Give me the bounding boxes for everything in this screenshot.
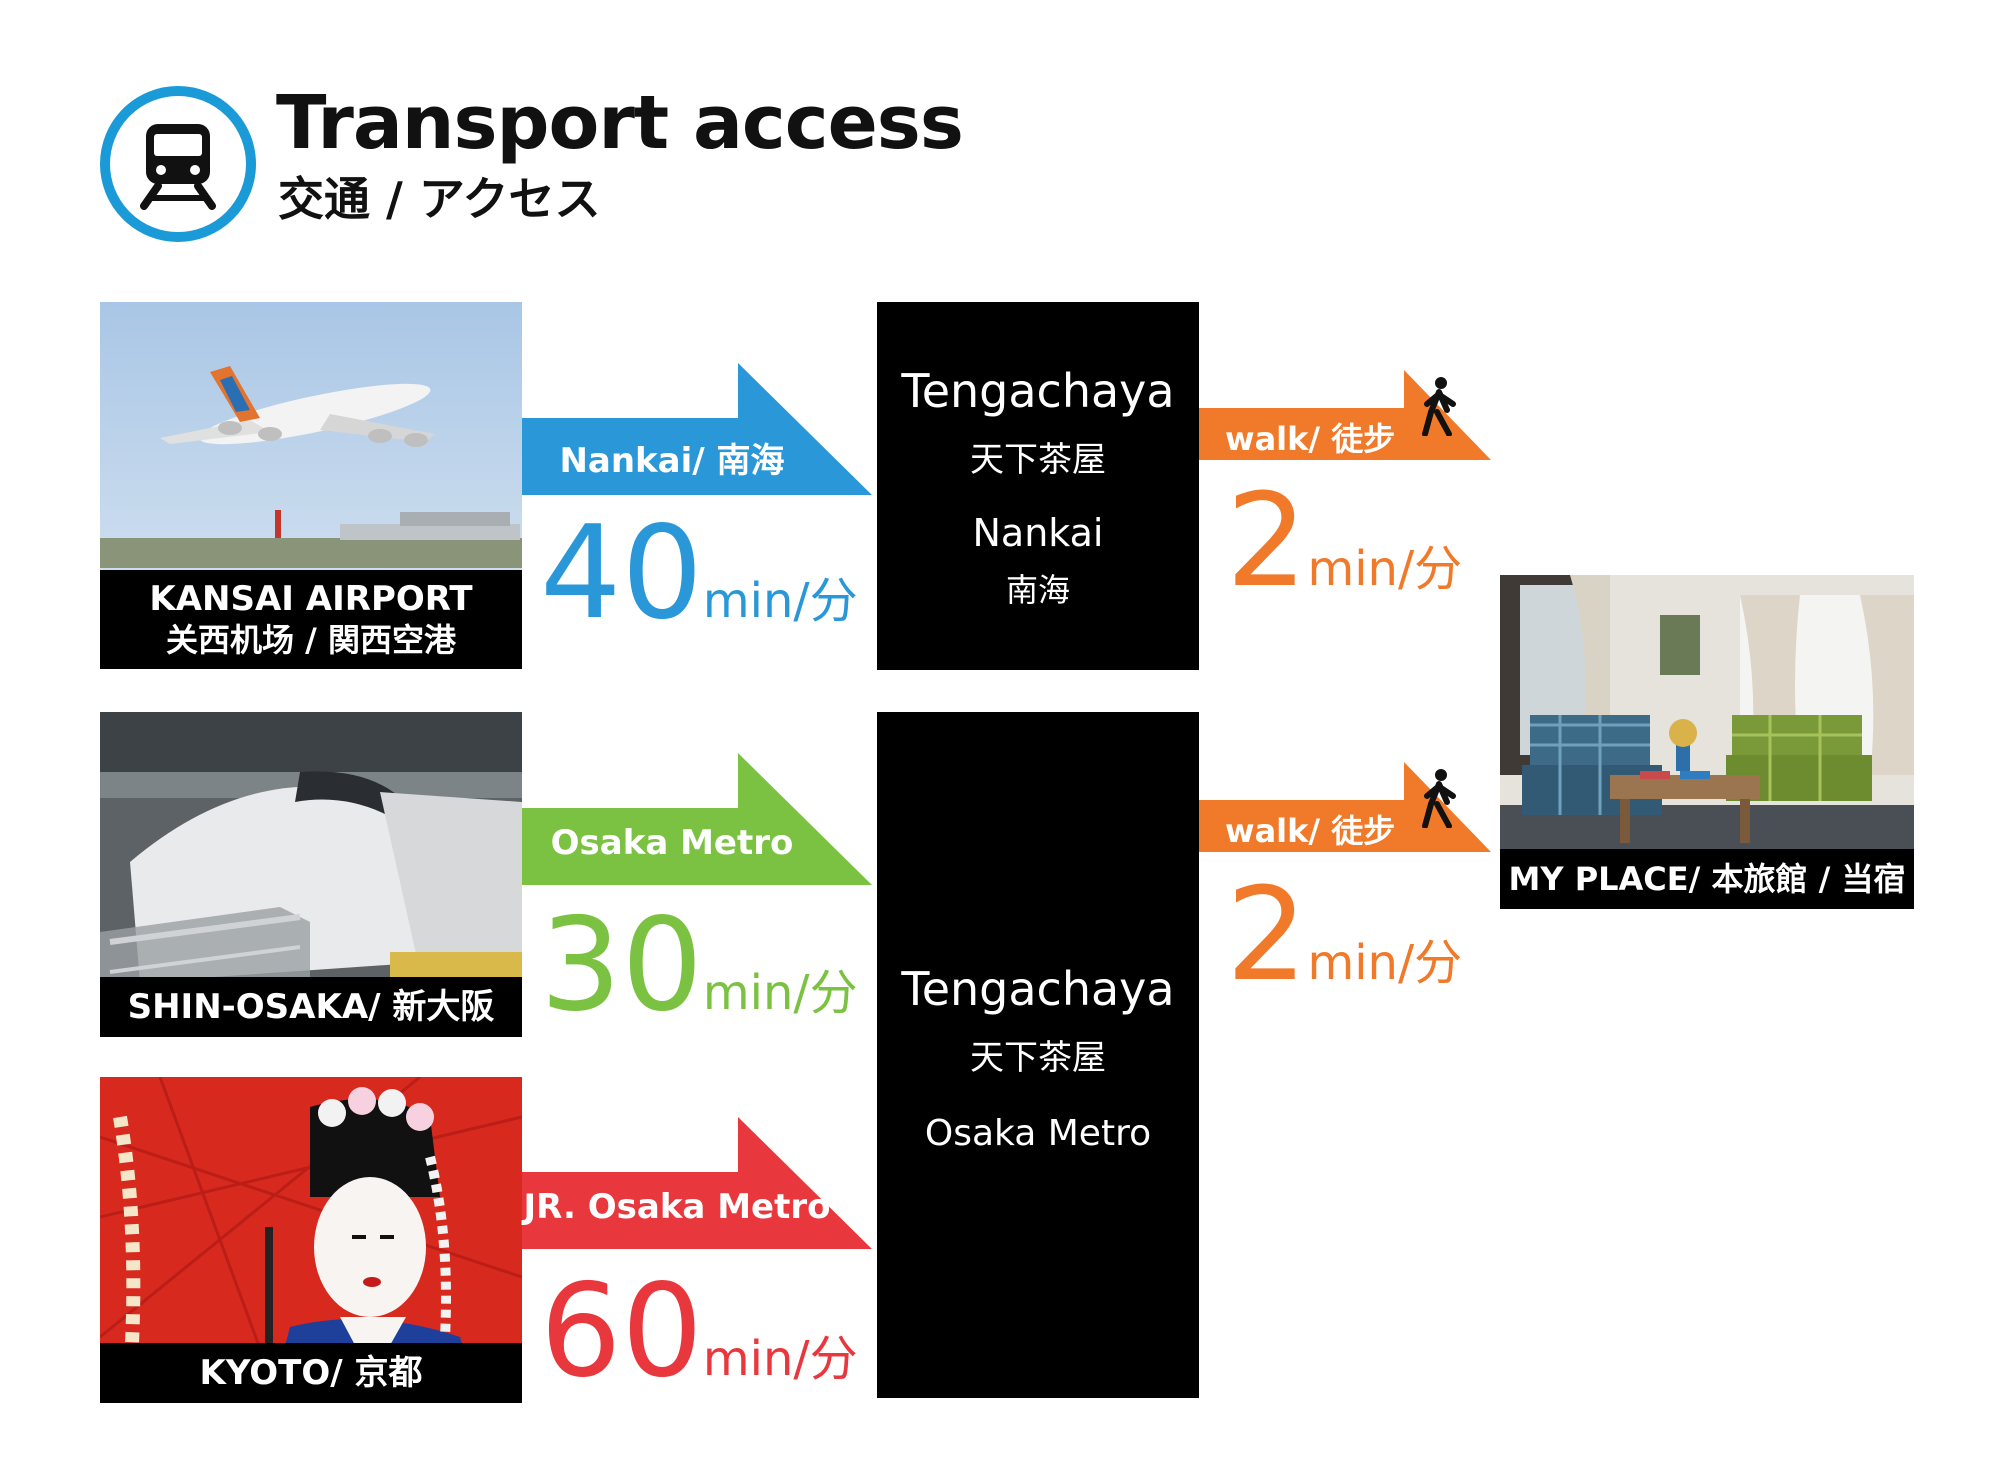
station-line: Osaka Metro (924, 1113, 1152, 1154)
route-arrow-nankai: Nankai/ 南海 (522, 363, 872, 495)
time-value: 2 (1226, 861, 1308, 1010)
origin-name: SHIN-OSAKA/ 新大阪 (127, 987, 495, 1027)
station-line-local: 南海 (1005, 571, 1070, 609)
walk-label: walk/ 徒步 (1225, 812, 1396, 850)
destination-card: MY PLACE/ 本旅館 / 当宿 (1500, 575, 1914, 909)
station-box-nankai: Tengachaya 天下茶屋 Nankai 南海 (877, 302, 1199, 670)
route-line-label: Osaka Metro (550, 823, 794, 863)
origin-card-kansai: KANSAI AIRPORT 关西机场 / 関西空港 (100, 302, 522, 669)
page-title: Transport access (276, 80, 964, 166)
origin-card-shin-osaka: SHIN-OSAKA/ 新大阪 (100, 712, 522, 1037)
station-name: Tengachaya (901, 364, 1175, 418)
origin-caption: KANSAI AIRPORT 关西机场 / 関西空港 (100, 570, 522, 669)
origin-card-kyoto: KYOTO/ 京都 (100, 1077, 522, 1403)
time-unit: min/分 (702, 573, 858, 629)
station-box-osaka-metro: Tengachaya 天下茶屋 Osaka Metro (877, 712, 1199, 1398)
route-line-label: JR. Osaka Metro (523, 1187, 831, 1227)
arrow-shape (1199, 762, 1491, 852)
walk-arrow-1: walk/ 徒步 (1199, 370, 1491, 460)
destination-name: MY PLACE/ 本旅館 / 当宿 (1508, 860, 1906, 898)
walking-person-icon (1422, 377, 1456, 436)
origin-name: KYOTO/ 京都 (199, 1353, 423, 1393)
route-time-nankai: 40min/分 (540, 510, 858, 638)
arrow-shape (522, 363, 872, 495)
time-unit: min/分 (1307, 935, 1463, 991)
arrow-shape (522, 753, 872, 885)
station-name-local: 天下茶屋 (970, 1038, 1106, 1078)
time-unit: min/分 (702, 965, 858, 1021)
walking-person-icon (1422, 769, 1456, 828)
time-value: 40 (540, 499, 703, 648)
route-time-jr-osaka-metro: 60min/分 (540, 1268, 858, 1396)
route-line-label: Nankai/ 南海 (559, 441, 785, 481)
station-line: Nankai (972, 511, 1104, 555)
time-unit: min/分 (702, 1331, 858, 1387)
walk-arrow-2: walk/ 徒步 (1199, 762, 1491, 852)
walk-time-2: 2min/分 (1226, 872, 1462, 1000)
walk-label: walk/ 徒步 (1225, 420, 1396, 458)
walk-time-1: 2min/分 (1226, 478, 1462, 606)
station-name-local: 天下茶屋 (970, 440, 1106, 480)
origin-name: KANSAI AIRPORT (149, 579, 473, 619)
time-value: 30 (540, 891, 703, 1040)
origin-caption: KYOTO/ 京都 (100, 1343, 522, 1403)
origin-name-local: 关西机场 / 関西空港 (166, 621, 456, 659)
time-unit: min/分 (1307, 541, 1463, 597)
origin-caption: SHIN-OSAKA/ 新大阪 (100, 977, 522, 1037)
route-arrow-osaka-metro: Osaka Metro (522, 753, 872, 885)
train-icon-badge (100, 86, 256, 242)
time-value: 60 (540, 1257, 703, 1406)
arrow-shape (1199, 370, 1491, 460)
station-name: Tengachaya (901, 962, 1175, 1016)
page-subtitle: 交通 / アクセス (278, 172, 601, 226)
arrow-shape (522, 1117, 872, 1249)
route-time-osaka-metro: 30min/分 (540, 902, 858, 1030)
route-arrow-jr-osaka-metro: JR. Osaka Metro (522, 1117, 872, 1249)
time-value: 2 (1226, 467, 1308, 616)
train-icon (140, 124, 216, 210)
destination-caption: MY PLACE/ 本旅館 / 当宿 (1500, 849, 1914, 909)
